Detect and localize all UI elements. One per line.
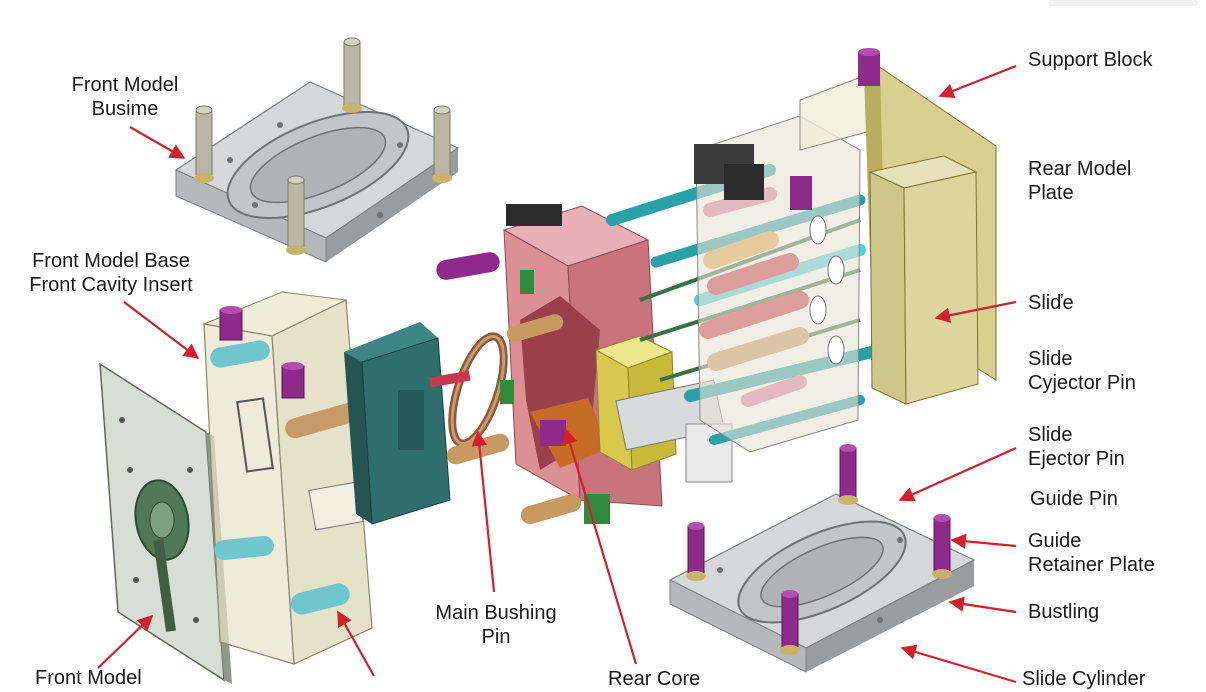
- label-guide-retainer-plate: Guide Retainer Plate: [1028, 529, 1155, 577]
- label-line: Rear Model: [1028, 158, 1132, 180]
- label-front-model-busime: Front Model Busime: [60, 73, 190, 121]
- arrow-slide-cylinder: [900, 644, 1017, 684]
- arrow-guide-retainer-plate: [950, 533, 1017, 549]
- label-line: Front Model: [35, 667, 142, 689]
- label-slide-cylinder: Slide Cylinder: [1022, 667, 1145, 691]
- front-cavity-insert: [344, 322, 451, 525]
- arrow-bustling: [948, 596, 1017, 614]
- guide-retainer-plate: [668, 493, 976, 673]
- rear-side-pins: [436, 252, 582, 525]
- label-rear-core: Rear Core: [608, 667, 700, 691]
- label-slide-cyjector-pin: Slide Cyjector Pin: [1028, 347, 1136, 395]
- label-line: Front Model Base: [32, 250, 190, 272]
- label-line: Guide: [1028, 530, 1082, 552]
- main-bushing-ring: [429, 332, 508, 448]
- purple-guide-caps-front: [219, 306, 305, 399]
- ejector-retainer-body: [694, 115, 861, 453]
- label-slide-ejector-pin: Slide Ejector Pin: [1028, 423, 1125, 471]
- label-line: Slide: [1028, 348, 1073, 370]
- label-line: Busime: [91, 98, 159, 120]
- arrow-slide: [934, 300, 1017, 323]
- label-line: Pin: [481, 626, 511, 648]
- front-model-base: [202, 291, 373, 665]
- label-line: Front Model: [71, 74, 179, 96]
- arrow-rear-core: [562, 428, 638, 665]
- arrow-support-block: [938, 64, 1017, 99]
- arrow-slide-ejector-pin: [898, 446, 1017, 502]
- label-line: Slide: [1028, 424, 1073, 446]
- label-front-base-insert: Front Model Base Front Cavity Insert: [14, 249, 208, 297]
- label-line: Front Cavity Insert: [29, 274, 193, 296]
- label-guide-pin: Guide Pin: [1030, 487, 1118, 511]
- label-support-block: Support Block: [1028, 48, 1153, 72]
- guide-pins-top-left: [194, 37, 452, 255]
- arrow-front-cavity-bottom: [337, 610, 375, 677]
- label-slide: Sliďe: [1028, 291, 1074, 315]
- label-line: Main Bushing: [435, 602, 557, 624]
- arrow-front-model-busime: [129, 126, 186, 159]
- label-line: Retainer Plate: [1028, 554, 1155, 576]
- arrow-front-model: [97, 614, 154, 669]
- label-line: Guide Pin: [1030, 488, 1118, 510]
- label-line: Ejector Pin: [1028, 448, 1125, 470]
- slide-support-block: [868, 155, 979, 405]
- label-line: Plate: [1028, 182, 1074, 204]
- label-line: Rear Core: [608, 668, 701, 690]
- guide-pins-bottom-right: [686, 444, 952, 655]
- front-model-busime-plate: [174, 81, 460, 263]
- arrow-main-bushing-pin: [471, 430, 496, 593]
- label-line: Cyjector Pin: [1028, 372, 1136, 394]
- label-line: Bustling: [1028, 601, 1100, 623]
- label-main-bushing-pin: Main Bushing Pin: [424, 601, 568, 649]
- label-front-model: Front Model: [35, 666, 142, 690]
- label-line: Support Block: [1028, 49, 1153, 71]
- label-line: Sliďe: [1028, 292, 1074, 314]
- callout-arrows: [97, 64, 1017, 684]
- arrow-front-base-insert: [123, 301, 200, 359]
- label-rear-model-plate: Rear Model Plate: [1028, 157, 1131, 205]
- label-line: Slide Cylinder: [1022, 668, 1146, 690]
- label-bustling: Bustling: [1028, 600, 1099, 624]
- watermark-bar: [1048, 0, 1198, 6]
